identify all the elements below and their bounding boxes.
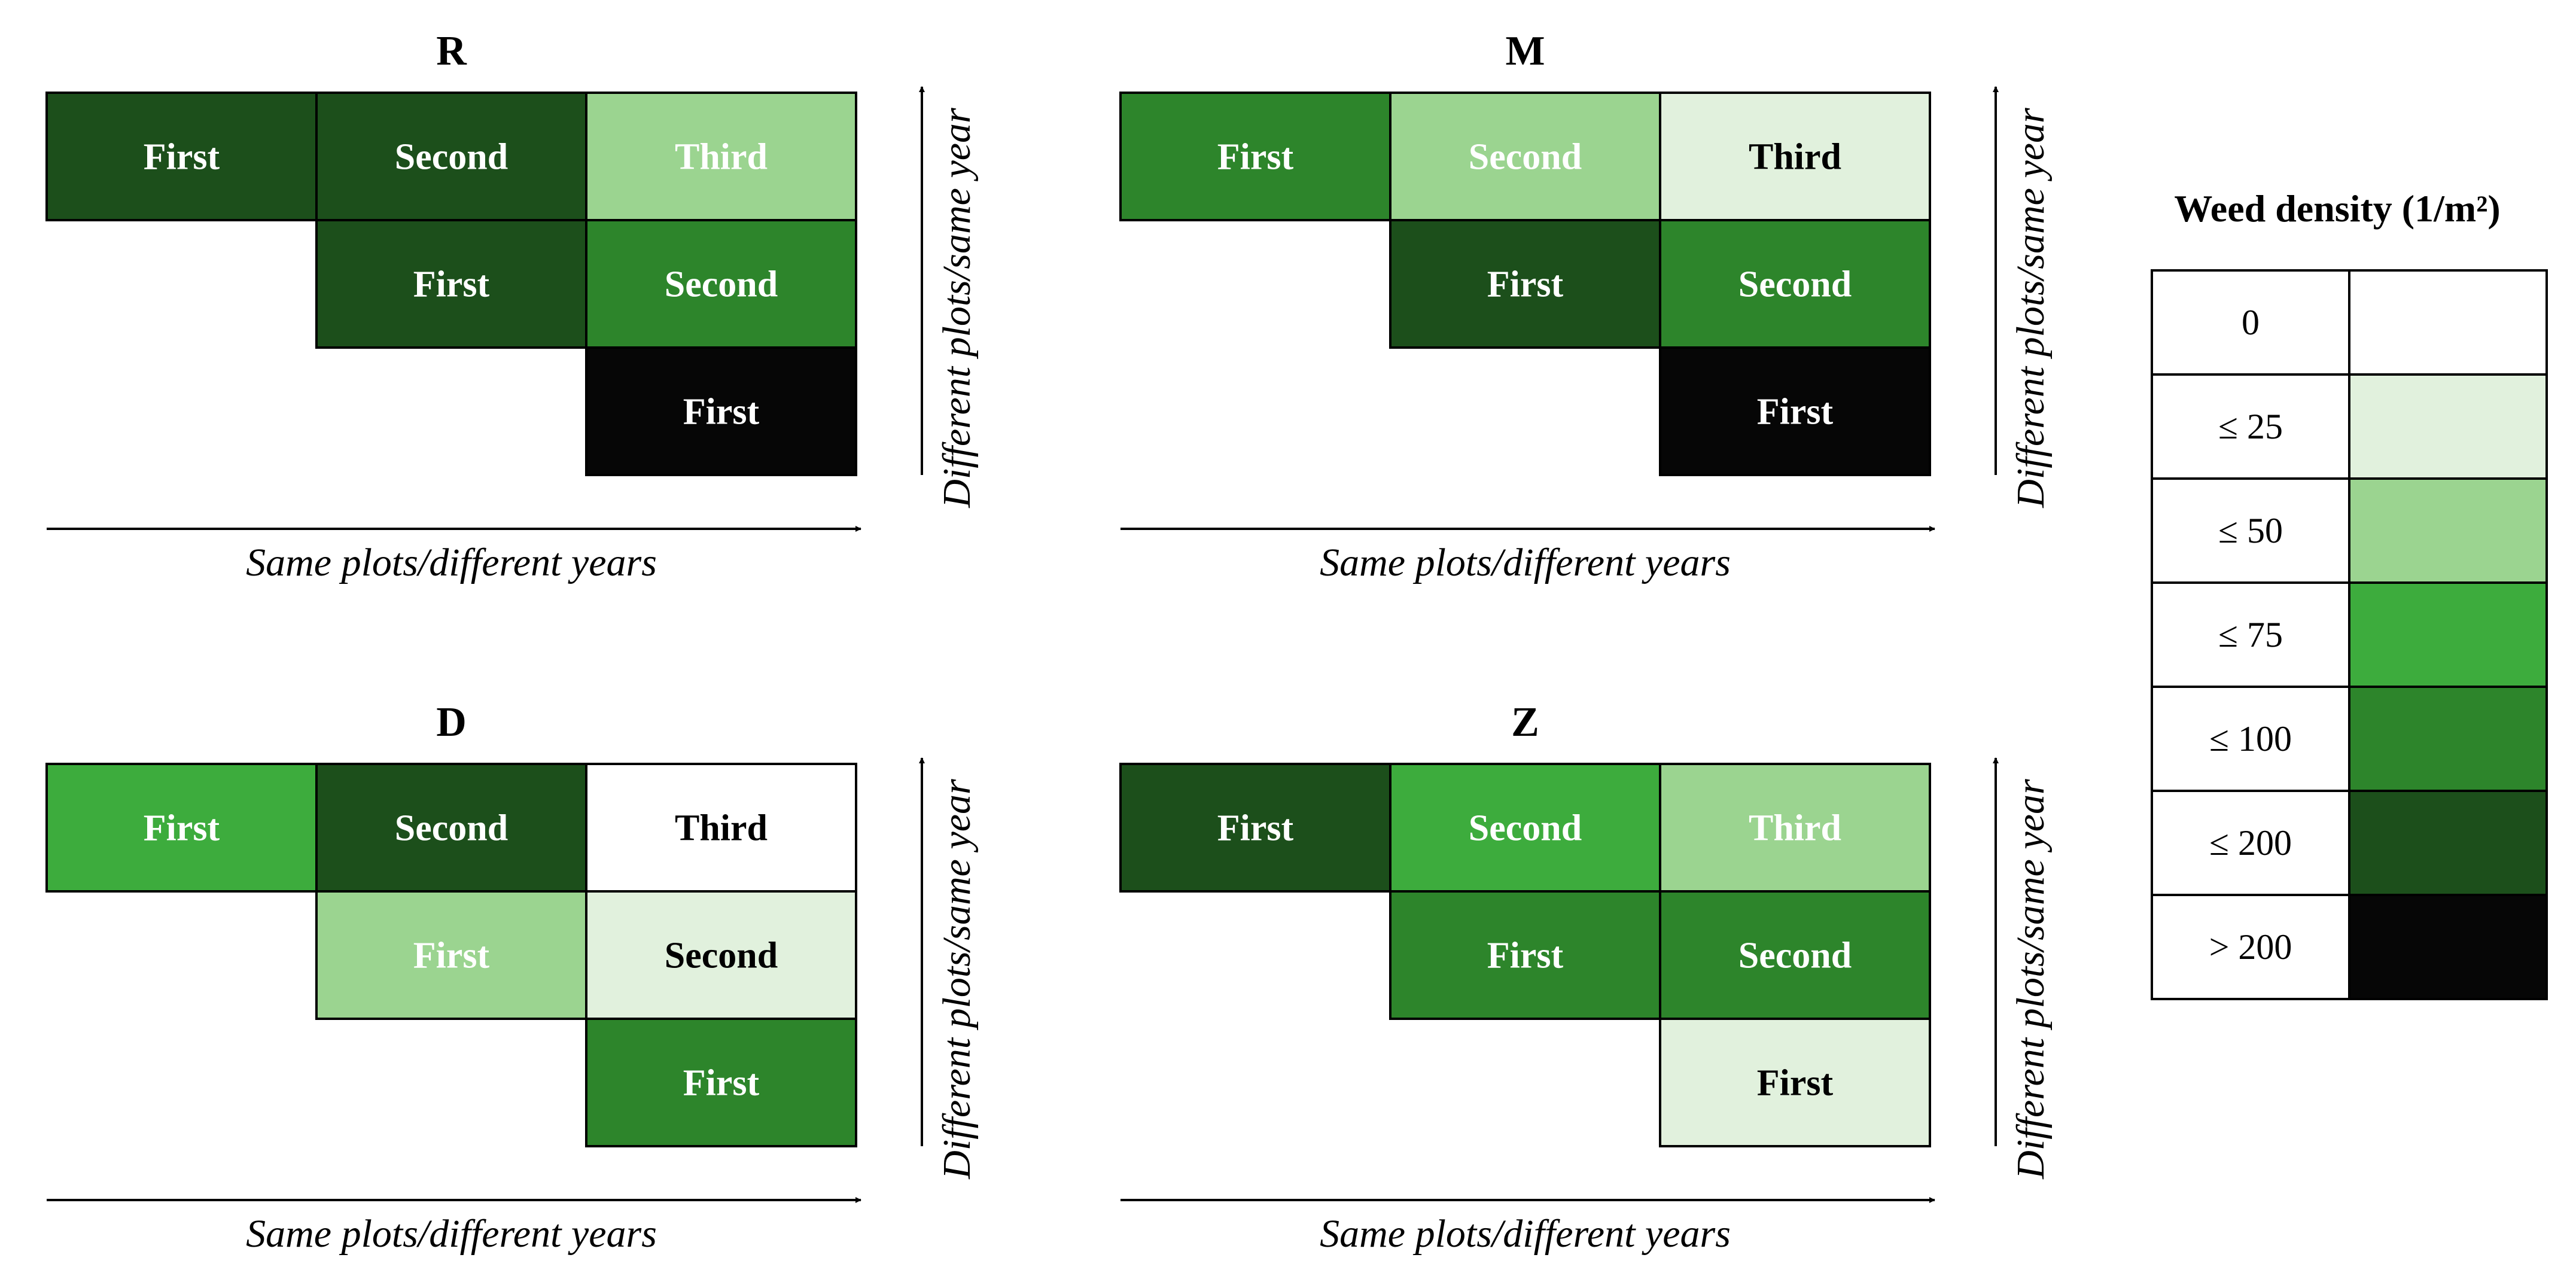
- cell-first-row3: [585, 1018, 857, 1147]
- legend-label-cell: [2151, 686, 2350, 792]
- legend-swatch: [2348, 269, 2548, 376]
- legend-label: 0: [2242, 303, 2260, 342]
- legend-row: ≤ 100: [2151, 686, 2548, 792]
- legend-row: 0: [2151, 269, 2548, 376]
- cell-label: Third: [1749, 137, 1841, 178]
- cell-first-row1: [45, 92, 318, 221]
- panel-title: Z: [1511, 699, 1539, 745]
- legend-label-cell: [2151, 269, 2350, 376]
- cell-label: First: [683, 1063, 760, 1104]
- cell-second-row2: [585, 219, 857, 349]
- panel-title: D: [436, 699, 467, 745]
- cell-label: Third: [1749, 808, 1841, 849]
- cell-label: Second: [1738, 264, 1852, 305]
- cell-third-row1: [1659, 763, 1931, 893]
- legend-title: Weed density (1/m²): [2174, 187, 2500, 230]
- cell-label: Second: [1469, 808, 1582, 849]
- cell-label: Second: [1469, 137, 1582, 178]
- legend-swatch: [2348, 790, 2548, 896]
- cell-first-row3: [585, 346, 857, 476]
- legend-label: ≤ 100: [2209, 719, 2292, 759]
- cell-second-row1: [315, 92, 587, 221]
- cell-label: Third: [675, 137, 768, 178]
- cell-label: First: [1217, 808, 1294, 849]
- legend-swatch: [2348, 581, 2548, 688]
- legend-label: > 200: [2209, 927, 2292, 967]
- legend-swatch: [2348, 373, 2548, 480]
- cell-second-row2: [1659, 890, 1931, 1020]
- legend-row: ≤ 75: [2151, 581, 2548, 688]
- cell-label: Second: [665, 264, 778, 305]
- y-axis-label: Different plots/same year: [935, 779, 979, 1180]
- cell-second-row2: [585, 890, 857, 1020]
- cell-first-row1: [45, 763, 318, 893]
- legend-row: ≤ 50: [2151, 477, 2548, 584]
- x-axis-label: Same plots/different years: [1320, 541, 1731, 584]
- legend-label-cell: [2151, 477, 2350, 584]
- x-axis-label: Same plots/different years: [246, 1212, 657, 1256]
- cell-label: First: [1487, 936, 1564, 976]
- panel-title: R: [436, 28, 467, 74]
- y-axis-label: Different plots/same year: [2009, 779, 2053, 1180]
- cell-label: First: [1217, 137, 1294, 178]
- cell-label: First: [1487, 264, 1564, 305]
- legend-label: ≤ 50: [2218, 511, 2283, 550]
- legend-label: ≤ 75: [2218, 615, 2283, 654]
- legend-swatch: [2348, 477, 2548, 584]
- legend-label-cell: [2151, 373, 2350, 480]
- cell-label: Second: [395, 808, 508, 849]
- y-axis-label: Different plots/same year: [935, 108, 979, 508]
- cell-first-row2: [1389, 219, 1661, 349]
- cell-first-row1: [1119, 92, 1391, 221]
- cell-first-row3: [1659, 1018, 1931, 1147]
- legend-row: ≤ 200: [2151, 790, 2548, 896]
- cell-label: Third: [675, 808, 768, 849]
- cell-second-row1: [315, 763, 587, 893]
- legend-label: ≤ 200: [2209, 823, 2292, 863]
- legend-label-cell: [2151, 894, 2350, 1000]
- legend-row: > 200: [2151, 894, 2548, 1000]
- legend: Weed density (1/m²) 0 ≤ 25 ≤ 50 ≤ 75 ≤ 100 ≤ 2…: [2151, 187, 2548, 1000]
- panel-title: M: [1505, 28, 1545, 74]
- cell-label: First: [413, 264, 490, 305]
- cell-label: First: [413, 936, 490, 976]
- cell-third-row1: [585, 92, 857, 221]
- cell-first-row3: [1659, 346, 1931, 476]
- cell-label: First: [144, 808, 220, 849]
- y-axis-label: Different plots/same year: [2009, 108, 2053, 508]
- legend-label: ≤ 25: [2218, 407, 2283, 446]
- x-axis-label: Same plots/different years: [246, 541, 657, 584]
- cell-label: First: [144, 137, 220, 178]
- legend-row: ≤ 25: [2151, 373, 2548, 480]
- cell-first-row2: [315, 219, 587, 349]
- cell-label: Second: [1738, 936, 1852, 976]
- cell-label: First: [1757, 392, 1834, 433]
- cell-label: First: [683, 392, 760, 433]
- legend-swatch: [2348, 894, 2548, 1000]
- legend-swatch: [2348, 686, 2548, 792]
- cell-third-row1: [585, 763, 857, 893]
- x-axis-label: Same plots/different years: [1320, 1212, 1731, 1256]
- cell-label: Second: [395, 137, 508, 178]
- cell-label: First: [1757, 1063, 1834, 1104]
- cell-second-row2: [1659, 219, 1931, 349]
- cell-label: Second: [665, 936, 778, 976]
